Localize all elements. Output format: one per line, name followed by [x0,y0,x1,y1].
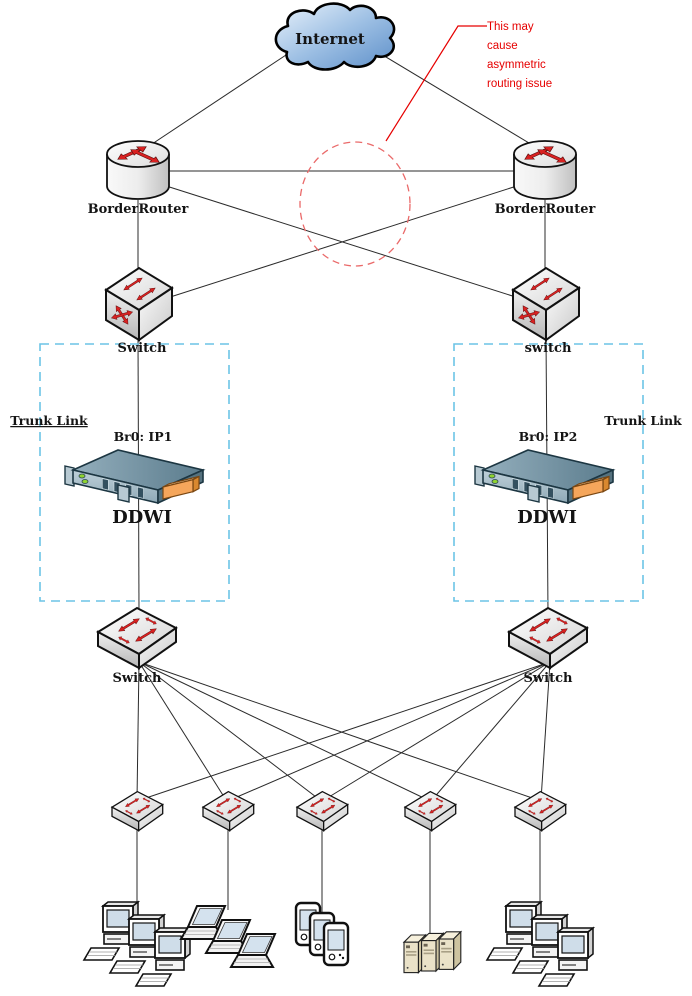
access-switch-3-icon [297,792,348,831]
ddwi-left-label: DDWI [112,507,172,528]
ddwi-right-label: DDWI [517,507,577,528]
switch-upper-right-icon [513,268,579,340]
switch-lower-right-label: Switch [524,671,573,686]
internet-label: Internet [295,30,365,48]
switch-upper-left-icon [106,268,172,340]
server-group-icon [403,931,462,974]
annotation-line-3: asymmetric [487,59,546,71]
link-line [323,661,551,801]
desktop-group-right-icon [486,901,594,987]
link-line [136,661,140,801]
border-router-left-icon [107,141,169,199]
link-line [370,47,545,153]
switch-lower-left-icon [98,608,176,668]
access-switch-5-icon [515,792,566,831]
link-line [138,661,321,801]
link-line [139,661,551,801]
access-switch-1-icon [112,792,163,831]
trunk-link-box-right [453,343,644,602]
link-line [229,661,551,801]
link-line [163,183,524,300]
switch-upper-right-label: switch [525,341,572,356]
ddwi-right-icon [474,449,614,504]
annotation-line-4: routing issue [487,78,552,90]
switch-lower-right-icon [509,608,587,668]
annotation-line-2: cause [487,40,518,52]
border-router-left-label: BorderRouter [88,202,189,217]
link-line [540,661,551,801]
link-line [138,661,429,801]
ddwi-left-icon [64,449,204,504]
internet-cloud-icon: Internet [274,2,396,71]
trunk-link-box-left [39,343,230,602]
border-router-right-icon [514,141,576,199]
link-line [159,183,523,300]
cloud-shape [274,2,396,71]
network-links [136,47,551,936]
asymmetric-routing-highlight-circle [299,141,411,267]
annotation-text: This may cause asymmetric routing issue [487,21,552,90]
annotation-line-1: This may [487,21,534,33]
access-switch-4-icon [405,792,456,831]
link-line [138,661,227,801]
annotation-callout-line [385,25,487,142]
laptop-group-icon [180,905,276,968]
switch-upper-left-label: Switch [118,341,167,356]
link-line [139,52,290,153]
trunk-link-right-label: Trunk Link [604,413,682,428]
access-switch-2-icon [203,792,254,831]
link-line [138,661,539,801]
bridge-ip-left-label: Br0: IP1 [114,429,173,444]
switch-lower-left-label: Switch [113,671,162,686]
border-router-right-label: BorderRouter [495,202,596,217]
trunk-link-left-label: Trunk Link [10,413,88,428]
link-line [431,661,551,801]
bridge-ip-right-label: Br0: IP2 [519,429,578,444]
pda-group-icon [294,901,350,967]
desktop-group-left-icon [83,901,191,987]
